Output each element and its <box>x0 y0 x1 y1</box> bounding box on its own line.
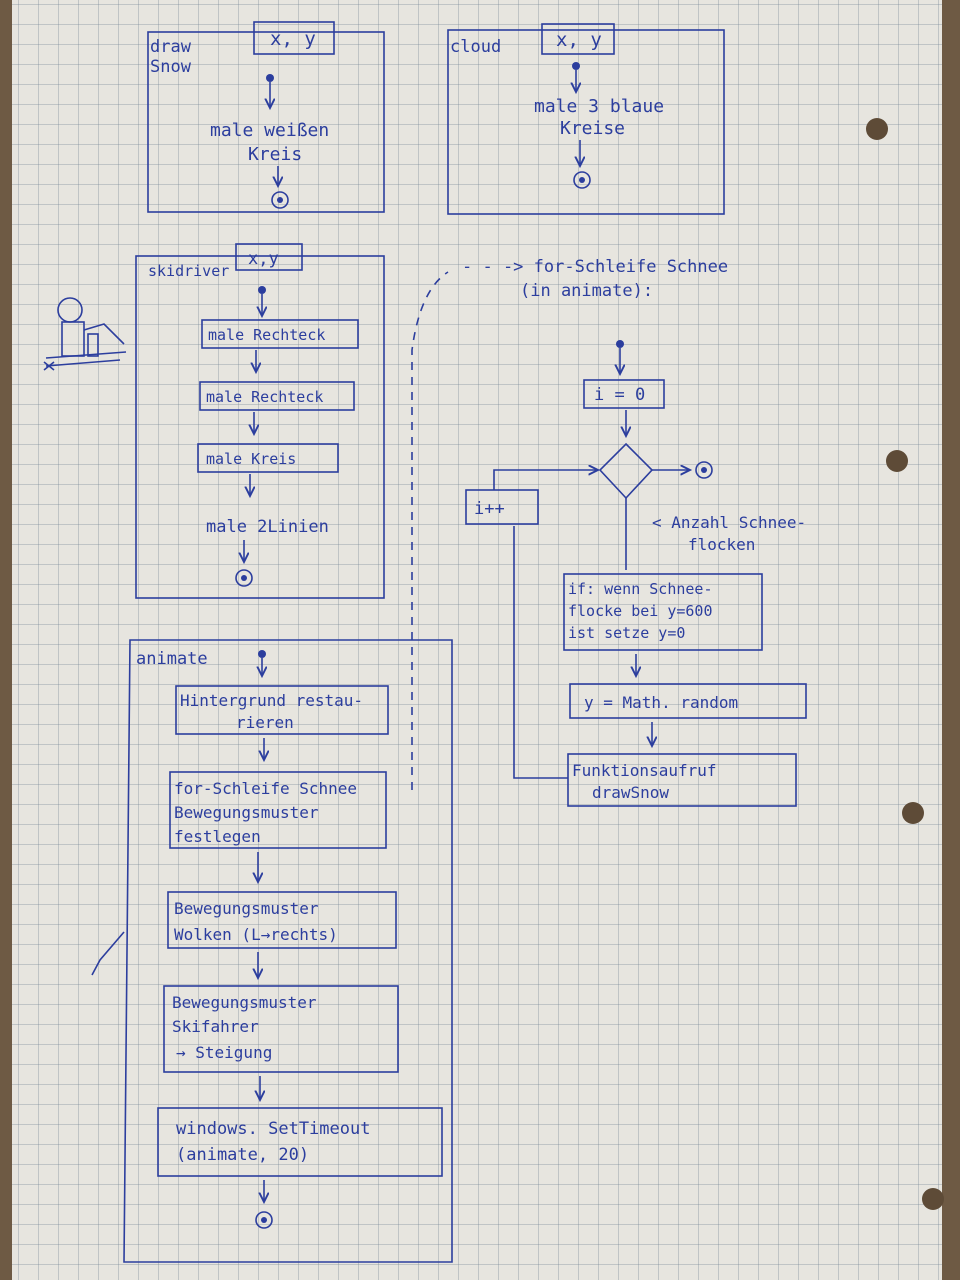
loop-back-arrow <box>493 470 598 490</box>
function-name-line2: Snow <box>150 57 192 77</box>
start-node <box>616 340 624 348</box>
for-loop-flowchart: - - -> for-Schleife Schnee (in animate):… <box>462 257 807 807</box>
punch-hole <box>922 1188 944 1210</box>
process-box <box>157 1107 443 1177</box>
step-label: male 2Linien <box>206 517 329 537</box>
if-label: flocke bei y=600 <box>568 602 713 620</box>
end-node <box>235 569 253 587</box>
end-node <box>255 1211 273 1229</box>
function-name: animate <box>136 649 208 669</box>
step-label: windows. SetTimeout <box>176 1119 370 1139</box>
function-name-line1: draw <box>150 37 192 57</box>
skidriver-function-box: skidriver x,y male Rechteck male Rechtec… <box>135 243 385 599</box>
punch-hole <box>886 450 908 472</box>
params-label: x,y <box>248 249 279 269</box>
animate-function-box: animate Hintergrund restau- rieren for-S… <box>123 639 453 1263</box>
function-frame <box>447 29 725 215</box>
assign-label: y = Math. random <box>584 693 738 712</box>
step-label: → Steigung <box>176 1043 272 1062</box>
if-label: if: wenn Schnee- <box>568 580 713 598</box>
step-label: male Rechteck <box>206 388 323 406</box>
step-label: Bewegungsmuster <box>174 803 319 822</box>
assign-box <box>569 683 807 719</box>
end-node <box>573 171 591 189</box>
start-node <box>572 62 580 70</box>
function-name: skidriver <box>148 262 229 280</box>
params-label: x, y <box>556 29 602 51</box>
call-box <box>567 753 797 807</box>
init-label: i = 0 <box>594 385 645 405</box>
function-frame <box>135 255 385 599</box>
increment-box <box>465 489 539 525</box>
step-label: Hintergrund restau- <box>180 691 363 710</box>
init-box <box>583 379 665 409</box>
process-box <box>197 443 339 473</box>
condition-label: flocken <box>688 535 755 554</box>
step-label: rieren <box>236 713 294 732</box>
process-box <box>175 685 389 735</box>
call-label: Funktionsaufruf <box>572 761 717 780</box>
step-label: festlegen <box>174 827 261 846</box>
step-label: Wolken (L→rechts) <box>174 925 338 944</box>
call-label: drawSnow <box>592 783 669 802</box>
step-label: male 3 blaue <box>534 96 664 117</box>
process-box <box>169 771 387 849</box>
params-label: x, y <box>270 28 316 50</box>
params-box <box>235 243 303 271</box>
step-label: (animate, 20) <box>176 1145 309 1165</box>
step-label: for-Schleife Schnee <box>174 779 357 798</box>
end-node <box>271 191 289 209</box>
start-node <box>266 74 274 82</box>
step-label: Skifahrer <box>172 1017 259 1036</box>
cloud-function-box: cloud x, y male 3 blaue Kreise <box>447 23 725 215</box>
function-frame <box>147 31 385 213</box>
condition-label: < Anzahl Schnee- <box>652 513 806 532</box>
loop-heading: - - -> for-Schleife Schnee <box>462 257 728 277</box>
skier-sketch <box>43 297 127 371</box>
process-box <box>163 985 399 1073</box>
start-node <box>258 650 266 658</box>
step-label: Bewegungsmuster <box>174 899 319 918</box>
start-node <box>258 286 266 294</box>
params-box <box>253 21 335 55</box>
pen-stroke <box>91 931 125 976</box>
condition-diamond <box>598 442 654 500</box>
step-label: male Kreis <box>206 450 296 468</box>
if-label: ist setze y=0 <box>568 624 685 642</box>
process-box <box>201 319 359 349</box>
loop-return-line <box>513 526 568 779</box>
step-label: male weißen <box>210 120 329 141</box>
dashed-reference-line <box>411 271 449 790</box>
draw-snow-function-box: draw Snow x, y male weißen Kreis <box>147 21 385 213</box>
function-frame <box>123 639 453 1263</box>
step-label: male Rechteck <box>208 326 325 344</box>
end-node <box>695 461 713 479</box>
punch-hole <box>866 118 888 140</box>
loop-heading: (in animate): <box>520 281 653 301</box>
function-name: cloud <box>450 37 501 57</box>
step-label: Kreise <box>560 118 625 139</box>
step-label: Kreis <box>248 144 302 165</box>
if-box <box>563 573 763 651</box>
step-label: Bewegungsmuster <box>172 993 317 1012</box>
process-box <box>167 891 397 949</box>
punch-hole <box>902 802 924 824</box>
increment-label: i++ <box>474 499 505 519</box>
process-box <box>199 381 355 411</box>
params-box <box>541 23 615 55</box>
